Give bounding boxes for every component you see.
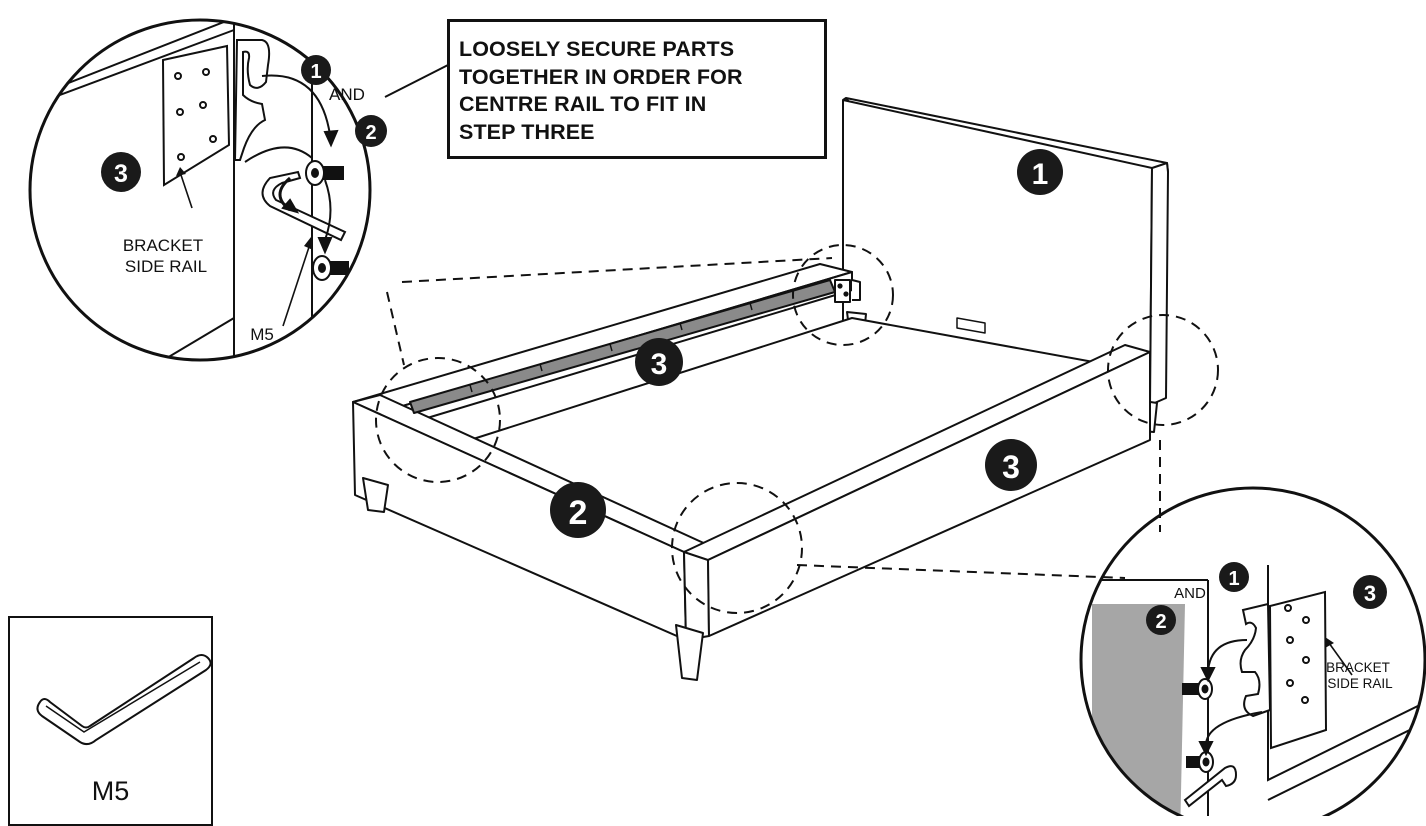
bolt-upper-left [305,160,344,186]
tool-label: M5 [91,776,130,806]
hook-slot-right [1239,602,1272,718]
allen-key-icon [36,654,212,746]
detail-view-left: BRACKET SIDE RAIL M5 AND [28,18,372,362]
footboard-leg-left [362,477,389,513]
bracket-plate-left [161,44,231,187]
badge-footboard-detail-left: 2 [355,115,387,147]
bolt-lower-left [312,255,349,281]
badge-headboard-main: 1 [1017,149,1063,195]
detail-circle-footboard-right [671,482,803,614]
label-tag [956,317,986,334]
svg-text:1: 1 [1032,158,1049,191]
shaded-panel-right [1092,604,1185,816]
hinge-bracket [834,279,861,303]
detail-circle-headboard-left [792,244,894,346]
hook-slot-left [233,39,271,161]
badge-headboard-detail-left: 1 [301,55,331,85]
conjunction-left: AND [329,85,365,104]
conjunction-right: AND [1174,585,1206,602]
instruction-line-2: TOGETHER IN ORDER FOR [459,64,743,89]
badge-footboard: 2 [550,482,606,538]
center-rail-notches [469,302,753,393]
svg-text:3: 3 [114,160,128,188]
badge-side-rail-detail-right: 3 [1353,575,1387,609]
bolt-upper-right [1182,678,1213,700]
bolt-lower-right [1186,751,1214,773]
bracket-label-line1-right: BRACKET [1326,660,1390,675]
part-badges: 1 3 3 2 1 2 3 1 [101,55,1387,635]
instruction-line-3: CENTRE RAIL TO FIT IN [459,92,707,116]
allen-key-detail-left [261,170,347,242]
badge-footboard-detail-right: 2 [1146,605,1176,635]
detail-circle-footboard-left [375,357,501,483]
bracket-plate-right [1268,590,1328,750]
detail-circle-right [1079,486,1426,816]
detail-highlights [375,244,1219,614]
bracket-label-line2-right: SIDE RAIL [1327,676,1393,691]
allen-key-detail-right [1183,765,1238,808]
svg-text:2: 2 [365,122,376,144]
svg-text:2: 2 [1155,611,1166,633]
svg-text:2: 2 [569,494,588,532]
detail-circle-left [28,18,372,362]
svg-text:3: 3 [1002,449,1020,485]
bracket-label-line1-left: BRACKET [123,236,203,255]
badge-headboard-detail-right: 1 [1219,562,1249,592]
headboard [842,97,1169,406]
bracket-label-line2-left: SIDE RAIL [125,257,207,276]
bolt-label-left: M5 [250,325,274,344]
instruction-leader [384,64,449,98]
tool-box: M5 [8,616,213,826]
footboard-leg-right [675,624,704,681]
instruction-line-4: STEP THREE [459,119,595,144]
svg-text:3: 3 [1364,581,1376,606]
detail-circle-headboard-right [1107,314,1219,426]
instruction-line-1: LOOSELY SECURE PARTS [459,37,735,61]
svg-text:1: 1 [310,61,321,83]
badge-side-rail-detail-left: 3 [101,152,141,192]
badge-side-rail-back: 3 [635,338,683,386]
badge-side-rail-front: 3 [985,439,1037,491]
svg-text:1: 1 [1228,568,1239,590]
detail-view-right: BRACKET SIDE RAIL AND [1079,486,1426,816]
svg-text:3: 3 [651,348,668,381]
instruction-callout: LOOSELY SECURE PARTS TOGETHER IN ORDER F… [447,19,827,159]
